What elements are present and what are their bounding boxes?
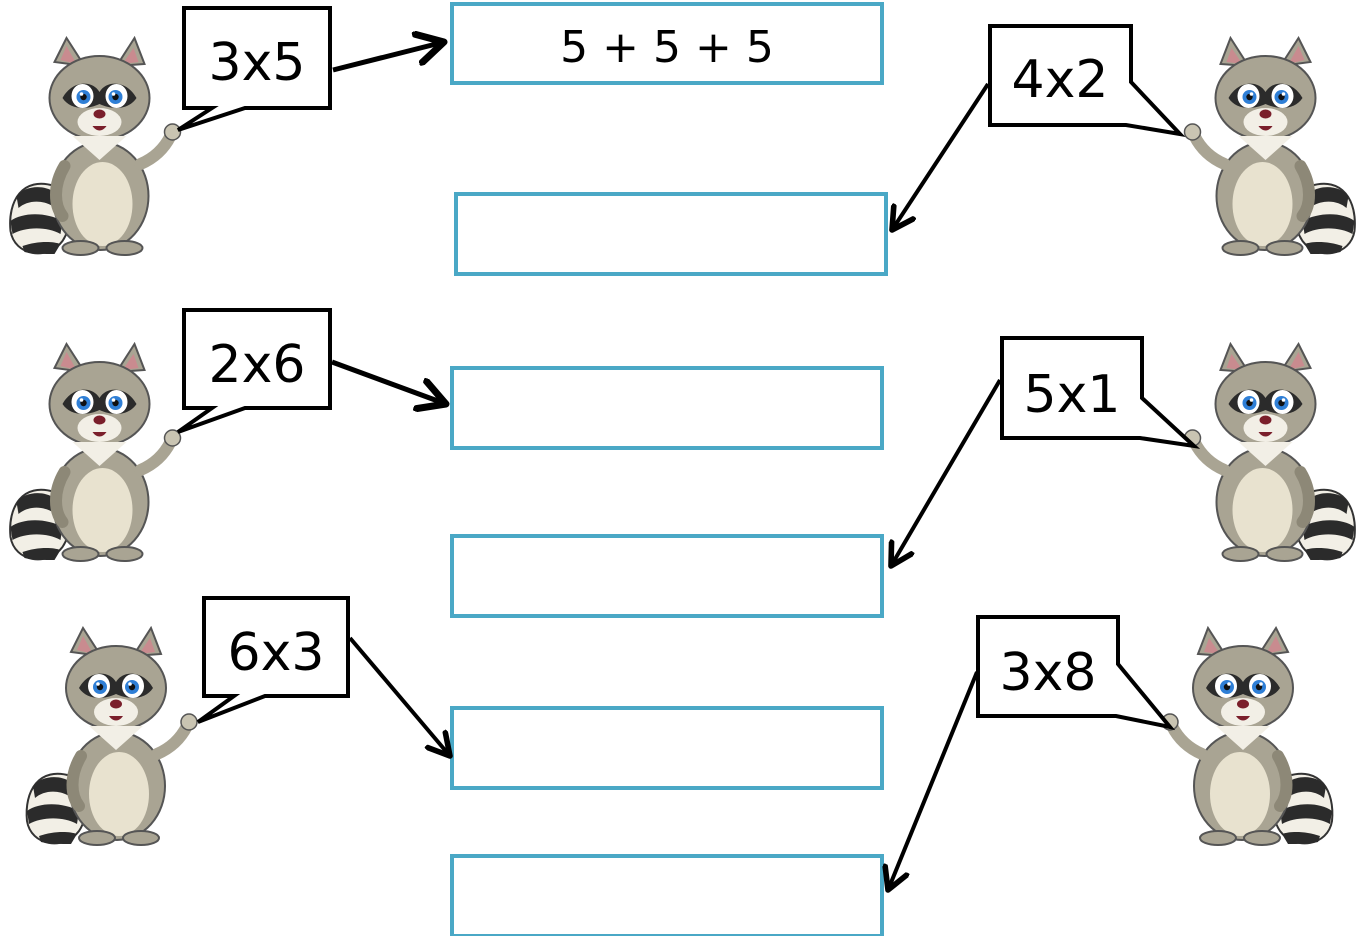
raccoon-icon — [1185, 38, 1355, 255]
raccoon-icon — [10, 38, 180, 255]
arrow-icon — [332, 42, 444, 73]
multiplication-expression: 4x2 — [1012, 50, 1109, 110]
raccoon-icon — [27, 628, 197, 845]
raccoon-icon — [10, 344, 180, 561]
speech-bubble-2: 4x2 — [988, 24, 1186, 137]
multiplication-expression: 2x6 — [209, 335, 306, 395]
arrow-icon — [892, 82, 990, 230]
answer-box-5[interactable] — [450, 706, 884, 790]
arrow-icon — [891, 378, 1002, 566]
multiplication-expression: 5x1 — [1024, 365, 1121, 425]
multiplication-expression: 6x3 — [228, 623, 325, 683]
arrow-icon — [331, 359, 446, 404]
speech-bubble-5: 6x3 — [196, 596, 350, 724]
multiplication-expression: 3x8 — [1000, 643, 1097, 703]
raccoon-icon — [1185, 344, 1355, 561]
answer-text-1: 5 + 5 + 5 — [560, 22, 774, 73]
speech-bubble-6: 3x8 — [976, 615, 1176, 731]
answer-box-1[interactable]: 5 + 5 + 5 — [450, 2, 884, 85]
multiplication-expression: 3x5 — [209, 33, 306, 93]
speech-bubble-1: 3x5 — [176, 6, 332, 132]
arrow-icon — [348, 636, 450, 756]
speech-bubble-4: 5x1 — [1000, 336, 1201, 449]
raccoon-icon — [1162, 628, 1332, 845]
speech-bubble-3: 2x6 — [176, 308, 332, 434]
answer-box-3[interactable] — [450, 366, 884, 450]
arrow-icon — [888, 671, 979, 890]
answer-box-6[interactable] — [450, 854, 884, 936]
answer-box-4[interactable] — [450, 534, 884, 618]
answer-box-2[interactable] — [454, 192, 888, 276]
